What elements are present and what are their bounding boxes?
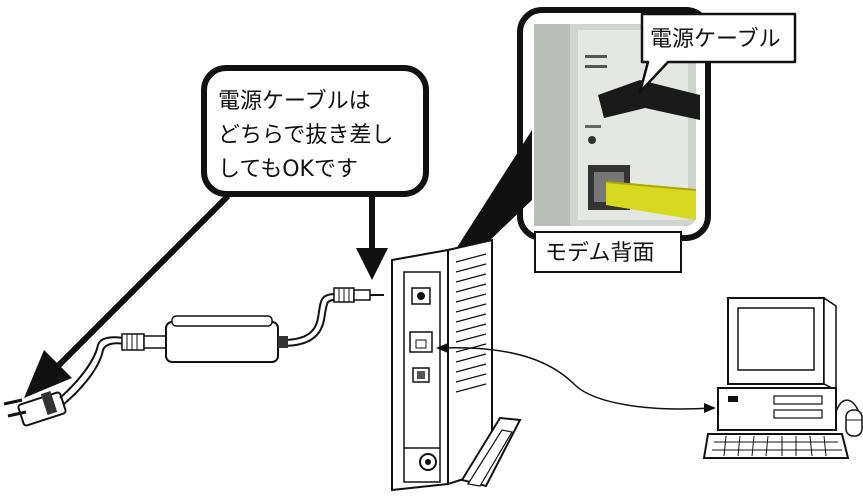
computer-icon — [717, 296, 837, 431]
callout-power-cable: 電源ケーブル — [638, 12, 797, 94]
photo-lan-cable — [606, 182, 696, 220]
callout-cable-note-line-3: してもOKです — [218, 157, 358, 182]
callout-cable-note-line-1: 電源ケーブルは — [218, 89, 371, 114]
callout-cable-note-line-2: どちらで抜き差し — [218, 123, 393, 148]
arrow-to-plug — [24, 193, 231, 398]
dc-connector-icon — [333, 287, 384, 303]
modem-icon — [391, 238, 522, 492]
callout-power-cable-bubble — [638, 12, 797, 94]
callout-cable-note-bubble — [201, 65, 429, 197]
photo-reset-button — [588, 136, 596, 144]
lan-cable — [436, 343, 716, 413]
callout-power-cable-text: 電源ケーブル — [650, 27, 781, 52]
photo-caption: モデム背面 — [534, 231, 682, 273]
photo-reset-label — [585, 125, 601, 128]
callout-cable-note: 電源ケーブルは どちらで抜き差し してもOKです — [201, 65, 429, 197]
photo-shadow — [534, 24, 570, 226]
arrow-to-modem-connector — [356, 194, 388, 280]
photo-power-cable — [598, 80, 700, 120]
mouse-icon — [835, 399, 863, 437]
photo-led-2 — [585, 65, 607, 68]
power-cables — [59, 293, 337, 405]
ac-adapter-icon — [121, 315, 288, 363]
photo-led-1 — [585, 55, 607, 58]
photo-caption-text: モデム背面 — [545, 241, 655, 266]
photo-caption-box — [534, 231, 682, 273]
power-plug-icon — [3, 390, 67, 427]
modem-lan-port — [409, 331, 433, 353]
keyboard-icon — [702, 433, 850, 459]
